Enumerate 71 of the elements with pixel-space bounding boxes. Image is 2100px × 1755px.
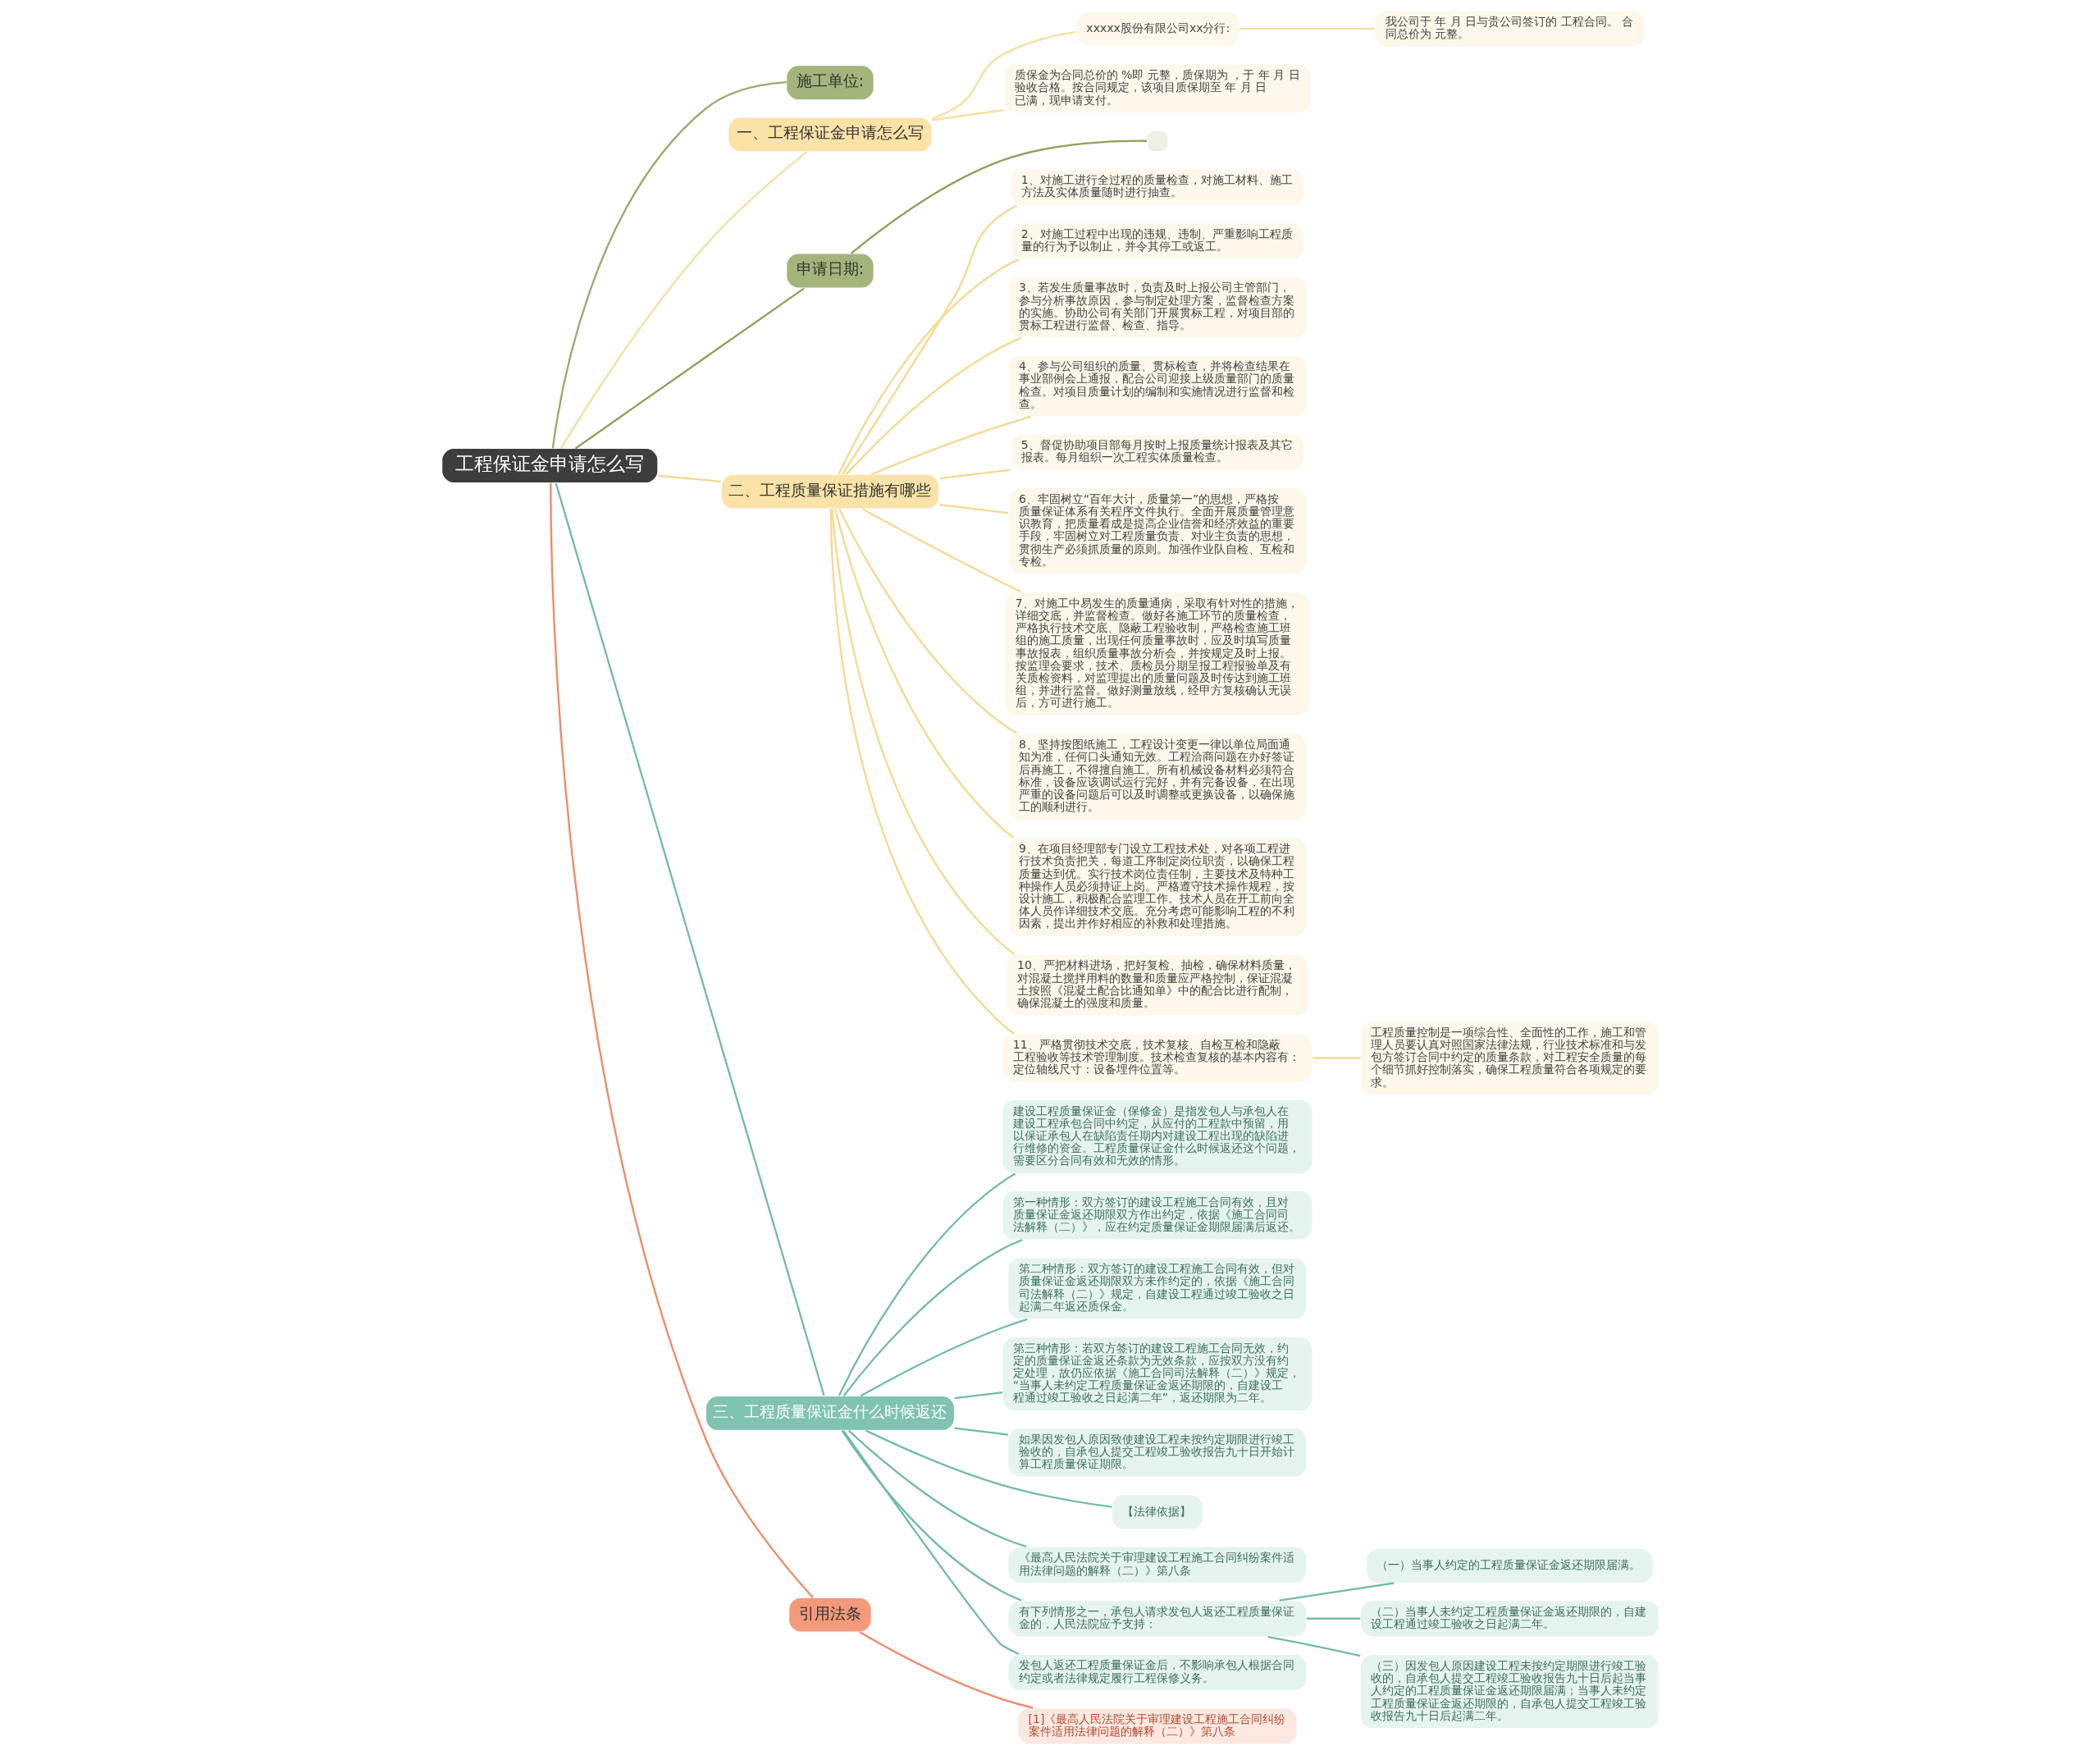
node-box xyxy=(1146,130,1168,153)
connector xyxy=(842,1239,1022,1396)
connector xyxy=(861,508,1021,593)
node-box: 第一种情形：双方签订的建设工程施工合同有效，且对质量保证金返还期限双方作出约定，依据《施工合同司法解释（二）》，应在约定质量保证金期限届满后返还。 xyxy=(1001,1190,1312,1241)
connector xyxy=(841,1430,1021,1602)
connector xyxy=(833,509,1014,839)
node-box: 建设工程质量保证金（保修金）是指发包人与承包人在建设工程承包合同中约定，从应付的工程款中预留，用以保证承包人在缺陷责任期内对建设工程出现的缺陷进行维修的资金。工程质量保证金什么时候返还这个问题，需要区分合同有效和无效的情形。 xyxy=(1001,1099,1312,1175)
connector xyxy=(574,287,805,450)
connector xyxy=(1239,28,1375,30)
node-box: 《最高人民法院关于审理建设工程施工合同纠纷案件适用法律问题的解释（二）》第八条 xyxy=(1007,1546,1307,1584)
node-box: （一）当事人约定的工程质量保证金返还期限届满。 xyxy=(1365,1547,1654,1584)
connector xyxy=(555,482,825,1396)
node-box: 【法律依据】 xyxy=(1111,1494,1203,1530)
connector xyxy=(938,503,1008,514)
node-box: 二、工程质量保证措施有哪些 xyxy=(720,473,939,510)
node-box: [1]《最高人民法院关于审理建设工程施工合同纠纷案件适用法律问题的解释（二）》第八条 xyxy=(1016,1707,1298,1745)
node-box: 发包人返还工程质量保证金后，不影响承包人根据合同约定或者法律规定履行工程保修义务。 xyxy=(1007,1653,1307,1692)
node-box: 6、牢固树立“百年大计，质量第一”的思想，严格按质量保证体系有关程序文件执行。全面开展质量管理意识教育，把质量看成是提高企业信誉和经济效益的重要手段，牢固树立对工程质量负责、对业主负责的思想，贯彻生产必须抓质量的原则。加强作业队自检、互检和专检。 xyxy=(1007,487,1307,575)
connector xyxy=(841,204,1017,475)
connector xyxy=(954,1427,1008,1436)
connector xyxy=(931,31,1075,120)
connector xyxy=(1306,1617,1360,1620)
node-box: （二）当事人未约定工程质量保证金返还期限的，自建设工程通过竣工验收之日起满二年。 xyxy=(1359,1599,1659,1638)
connector xyxy=(830,509,1015,955)
connector xyxy=(1312,1057,1360,1059)
node-box: xxxxx股份有限公司xx分行: xyxy=(1075,11,1239,47)
node-box: 5、督促协助项目部每月按时上报质量统计报表及其它报表。每月组织一次工程实体质量检查。 xyxy=(1009,433,1305,471)
node-box: 工程保证金申请怎么写 xyxy=(441,447,659,484)
connector xyxy=(938,468,1011,480)
node-box: 3、若发生质量事故时，负责及时上报公司主管部门，参与分析事故原因，参与制定处理方案，监督检查方案的实施。协助公司有关部门开展贯标工程，对项目部的贯标工程进行监督、检查、指导。 xyxy=(1007,276,1307,339)
connector xyxy=(1267,1635,1360,1657)
node-box: 4、参与公司组织的质量、贯标检查，并将检查结果在事业部例会上通报，配合公司迎接上级质量部门的质量检查。对项目质量计划的编制和实施情况进行监督和检查。 xyxy=(1007,354,1307,418)
connector xyxy=(559,151,807,450)
connector xyxy=(838,258,1019,475)
node-box: 2、对施工过程中出现的违规、违制、严重影响工程质量的行为予以制止，并令其停工或返工。 xyxy=(1009,222,1305,260)
node-box: （三）因发包人原因建设工程未按约定期限进行竣工验收的，自承包人提交工程竣工验收报告九十日后起当事人约定的工程质量保证金返还期限届满；当事人未约定工程质量保证金返还期限的，自承包人提交工程竣工验收报告九十日后起满二年。 xyxy=(1359,1654,1659,1730)
node-box: 施工单位: xyxy=(785,65,874,101)
connector xyxy=(847,1429,1026,1548)
connector xyxy=(865,1429,1112,1508)
node-box: 11、严格贯彻技术交底，技术复核、自检互检和隐蔽工程验收等技术管理制度。技术检查复核的基本内容有：定位轴线尺寸：设备埋件位置等。 xyxy=(1001,1033,1312,1083)
connector xyxy=(870,415,1031,476)
node-box: 10、严把材料进场，把好复检、抽检，确保材料质量，对混凝土搅拌用料的数量和质量应严格控制，保证混凝土按照《混凝土配合比通知单》中的配合比进行配制，确保混凝土的强度和质量。 xyxy=(1006,953,1308,1017)
node-box: 第三种情形：若双方签订的建设工程施工合同无效，约定的质量保证金返还条款为无效条款，应按双方没有约定处理，故仍应依据《施工合同司法解释（二）》规定，“当事人未约定工程质量保证金返还期限的，自建设工程通过竣工验收之日起满二年”，返还期限为二年。 xyxy=(1001,1336,1312,1412)
node-box: 9、在项目经理部专门设立工程技术处，对各项工程进行技术负责把关，每道工序制定岗位职责，以确保工程质量达到优。实行技术岗位责任制，主要技术及特种工种操作人员必须持证上岗。严格遵守技术操作规程，按设计施工，积极配合监理工作。技术人员在开工前向全体人员作详细技术交底。充分考虑可能影响工程的不利因素，提出并作好相应的补救和处理措施。 xyxy=(1007,837,1307,938)
connector xyxy=(1279,1582,1394,1602)
node-box: 质保金为合同总价的 %即 元整，质保期为 ，于 年 月 日验收合格。按合同规定，该项目质保期至 年 月 日已满，现申请支付。 xyxy=(1002,63,1312,114)
connector xyxy=(845,336,1021,475)
connector xyxy=(842,1430,1019,1656)
node-box: 7、对施工中易发生的质量通病，采取有针对性的措施，详细交底，并监督检查。做好各施工环节的质量检查，严格执行技术交底、隐蔽工程验收制，严格检查施工班组的施工质量，出现任何质量事故时，应及时填写质量事故报表，组织质量事故分析会，并按规定及时上报。按监理会要求，技术、质检员分期呈报工程报验单及有关质检资料，对监理提出的质量问题及时传达到施工班组，并进行监督。做好测量放线，经甲方复核确认无误后，方可进行施工。 xyxy=(1003,591,1311,716)
node-box: 有下列情形之一，承包人请求发包人返还工程质量保证金的，人民法院应予支持： xyxy=(1007,1599,1307,1638)
connector xyxy=(850,139,1147,254)
node-box: 申请日期: xyxy=(785,253,874,289)
connector xyxy=(657,474,721,483)
connector xyxy=(860,1318,1028,1397)
node-box: 工程质量控制是一项综合性、全面性的工作，施工和管理人员要认真对照国家法律法规，行业技术标准和与发包方签订合同中约定的质量条款，对工程安全质量的每个细节抓好控制落实，确保工程质量符合各项规定的要求。 xyxy=(1359,1020,1659,1096)
connector xyxy=(838,1172,1016,1396)
connector xyxy=(549,482,814,1598)
node-box: 如果因发包人原因致使建设工程未按约定期限进行竣工验收的，自承包人提交工程竣工验收报告九十日开始计算工程质量保证期限。 xyxy=(1007,1427,1307,1478)
node-box: 三、工程质量保证金什么时候返还 xyxy=(705,1395,955,1432)
connector xyxy=(931,108,1004,121)
connector xyxy=(551,80,787,449)
node-box: 第二种情形：双方签订的建设工程施工合同有效，但对质量保证金返还期限双方未作约定的，依据《施工合同司法解释（二）》规定，自建设工程通过竣工验收之日起满二年返还质保金。 xyxy=(1007,1257,1307,1320)
connector xyxy=(838,508,1017,734)
connector xyxy=(954,1391,1002,1400)
node-box: 一、工程保证金申请怎么写 xyxy=(727,117,933,153)
node-box: 8、坚持按图纸施工，工程设计变更一律以单位局面通知为准，任何口头通知无效。工程洽商问题在办好签证后再施工，不得擅自施工。所有机械设备材料必须符合标准，设备应该调试运行完好，并有完备设备，在出现严重的设备问题后可以及时调整或更换设备，以确保施工的顺利进行。 xyxy=(1007,733,1307,820)
connector xyxy=(858,1631,1033,1709)
connector xyxy=(829,509,1015,1035)
node-box: 引用法条 xyxy=(788,1597,872,1633)
node-box: 1、对施工进行全过程的质量检查，对施工材料、施工方法及实体质量随时进行抽查。 xyxy=(1009,168,1305,207)
node-box: 我公司于 年 月 日与贵公司签订的 工程合同。 合同总价为 元整。 xyxy=(1373,10,1645,48)
